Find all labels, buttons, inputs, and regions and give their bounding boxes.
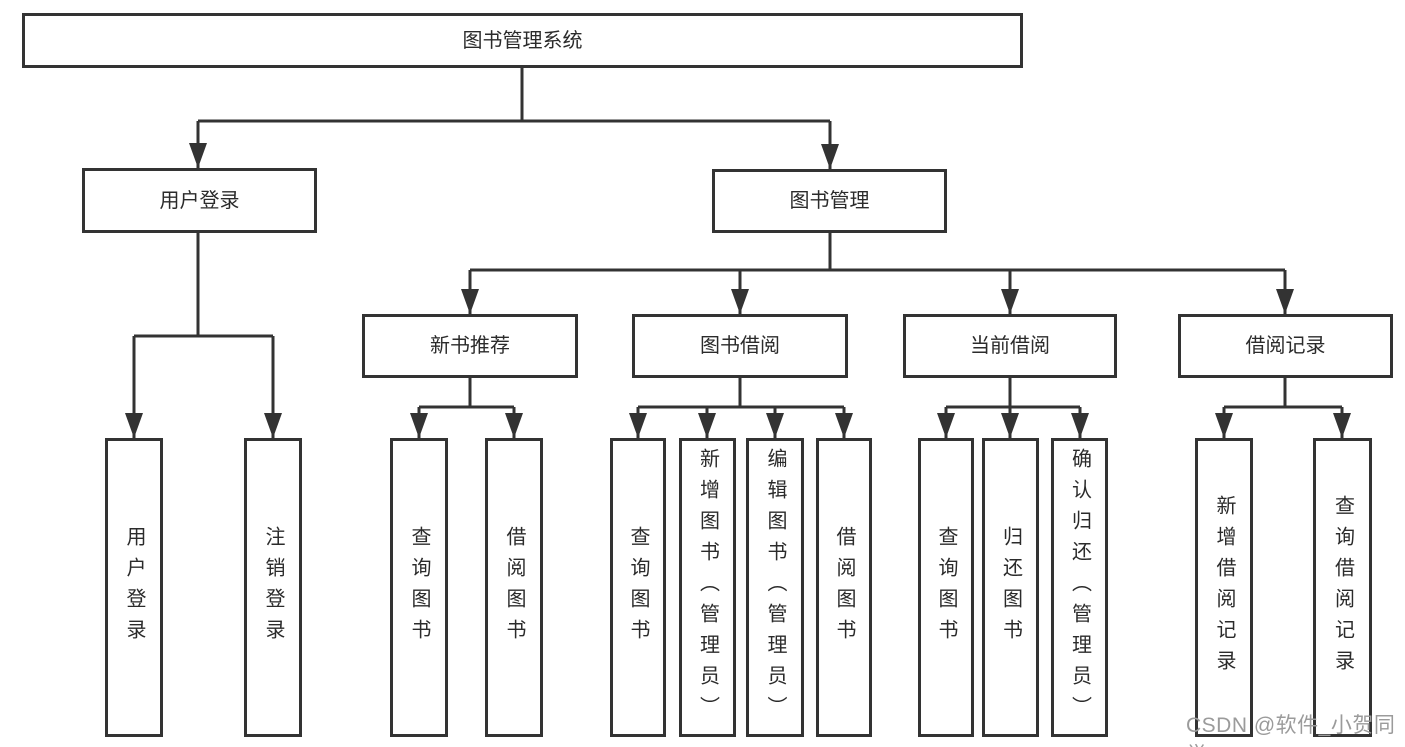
node-user-login-label: 用户登录 xyxy=(159,189,240,212)
csdn-watermark: CSDN @软件_小贺同学 xyxy=(1186,714,1396,747)
node-book-borrow-label: 图书借阅 xyxy=(700,335,780,357)
node-current-borrow-label: 当前借阅 xyxy=(970,335,1050,357)
leaf-edit-book-admin-label: 编辑图书（管理员） xyxy=(764,448,786,727)
leaf-query-books-recommend: 查询图书 xyxy=(390,438,448,737)
leaf-return-book: 归还图书 xyxy=(982,438,1039,737)
connector-borrow-records-to-leaves xyxy=(1222,378,1344,438)
leaf-borrow-books-label: 借阅图书 xyxy=(833,525,855,650)
leaf-user-login: 用户登录 xyxy=(105,438,163,737)
leaf-edit-book-admin: 编辑图书（管理员） xyxy=(746,438,804,737)
leaf-user-login-label: 用户登录 xyxy=(123,525,145,650)
connector-root-to-level2 xyxy=(196,68,832,169)
node-root-label: 图书管理系统 xyxy=(462,29,583,52)
leaf-logout: 注销登录 xyxy=(244,438,302,737)
leaf-add-borrow-record-label: 新增借阅记录 xyxy=(1213,494,1235,681)
leaf-logout-label: 注销登录 xyxy=(262,525,284,650)
leaf-borrow-books: 借阅图书 xyxy=(816,438,872,737)
leaf-add-book-admin-label: 新增图书（管理员） xyxy=(696,448,719,727)
leaf-query-books-current: 查询图书 xyxy=(918,438,974,737)
node-user-login: 用户登录 xyxy=(82,168,317,233)
leaf-return-book-label: 归还图书 xyxy=(999,525,1022,650)
connector-book-borrow-to-leaves xyxy=(636,378,846,438)
node-new-book-recommend: 新书推荐 xyxy=(362,314,578,378)
leaf-query-borrow-record-label: 查询借阅记录 xyxy=(1331,494,1354,681)
node-book-management-label: 图书管理 xyxy=(789,190,870,212)
node-book-management: 图书管理 xyxy=(712,169,947,233)
connector-new-book-to-leaves xyxy=(417,378,516,438)
leaf-confirm-return-admin: 确认归还（管理员） xyxy=(1051,438,1108,737)
leaf-query-borrow-record: 查询借阅记录 xyxy=(1313,438,1372,737)
node-book-borrow: 图书借阅 xyxy=(632,314,848,378)
node-borrow-records-label: 借阅记录 xyxy=(1245,335,1326,357)
node-borrow-records: 借阅记录 xyxy=(1178,314,1393,378)
leaf-query-books-current-label: 查询图书 xyxy=(935,525,957,650)
node-new-book-recommend-label: 新书推荐 xyxy=(430,335,510,357)
leaf-query-books-borrow-label: 查询图书 xyxy=(627,525,649,650)
leaf-add-borrow-record: 新增借阅记录 xyxy=(1195,438,1253,737)
leaf-borrow-books-recommend: 借阅图书 xyxy=(485,438,543,737)
connector-current-borrow-to-leaves xyxy=(944,378,1082,438)
leaf-add-book-admin: 新增图书（管理员） xyxy=(679,438,736,737)
node-root: 图书管理系统 xyxy=(22,13,1023,68)
connector-book-management-to-level3 xyxy=(468,233,1287,314)
leaf-confirm-return-admin-label: 确认归还（管理员） xyxy=(1068,448,1091,727)
leaf-query-books-recommend-label: 查询图书 xyxy=(408,525,430,650)
leaf-query-books-borrow: 查询图书 xyxy=(610,438,666,737)
leaf-borrow-books-recommend-label: 借阅图书 xyxy=(503,525,525,650)
connector-user-login-to-leaves xyxy=(132,233,275,438)
node-current-borrow: 当前借阅 xyxy=(903,314,1117,378)
